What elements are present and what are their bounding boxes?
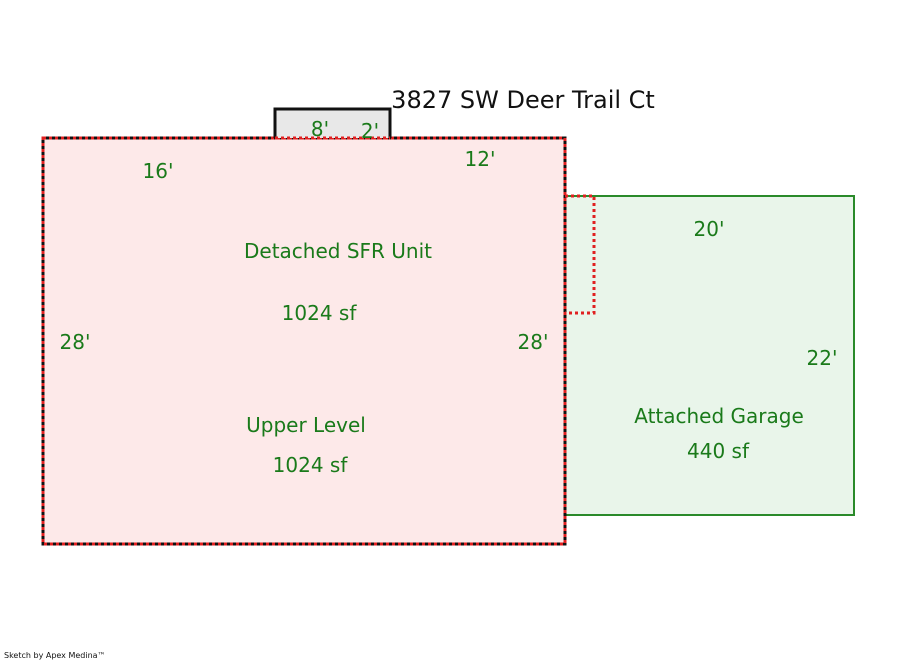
sfr-dim-left: 28' (60, 330, 91, 354)
upper-level-name: Upper Level (246, 413, 366, 437)
garage-dim-top: 20' (694, 217, 725, 241)
bump-dim-depth: 2' (361, 119, 379, 143)
sfr-area (41, 136, 567, 546)
sfr-area-label: 1024 sf (282, 301, 358, 325)
sketch-title: 3827 SW Deer Trail Ct (391, 86, 655, 114)
garage-name: Attached Garage (634, 404, 804, 428)
sfr-dim-top-right: 12' (465, 147, 496, 171)
garage-area (564, 195, 855, 516)
sfr-dim-top-left: 16' (143, 159, 174, 183)
bump-out-area (275, 109, 390, 138)
upper-level-area: 1024 sf (273, 453, 349, 477)
sketch-credit: Sketch by Apex Medina™ (4, 651, 106, 660)
garage-overlap-dotted (565, 194, 596, 315)
garage-area-label: 440 sf (687, 439, 750, 463)
garage-dim-right: 22' (807, 346, 838, 370)
bump-dim-width: 8' (311, 117, 329, 141)
sfr-name: Detached SFR Unit (244, 239, 432, 263)
bump-out-outline (273, 107, 392, 138)
sfr-dim-right: 28' (518, 330, 549, 354)
